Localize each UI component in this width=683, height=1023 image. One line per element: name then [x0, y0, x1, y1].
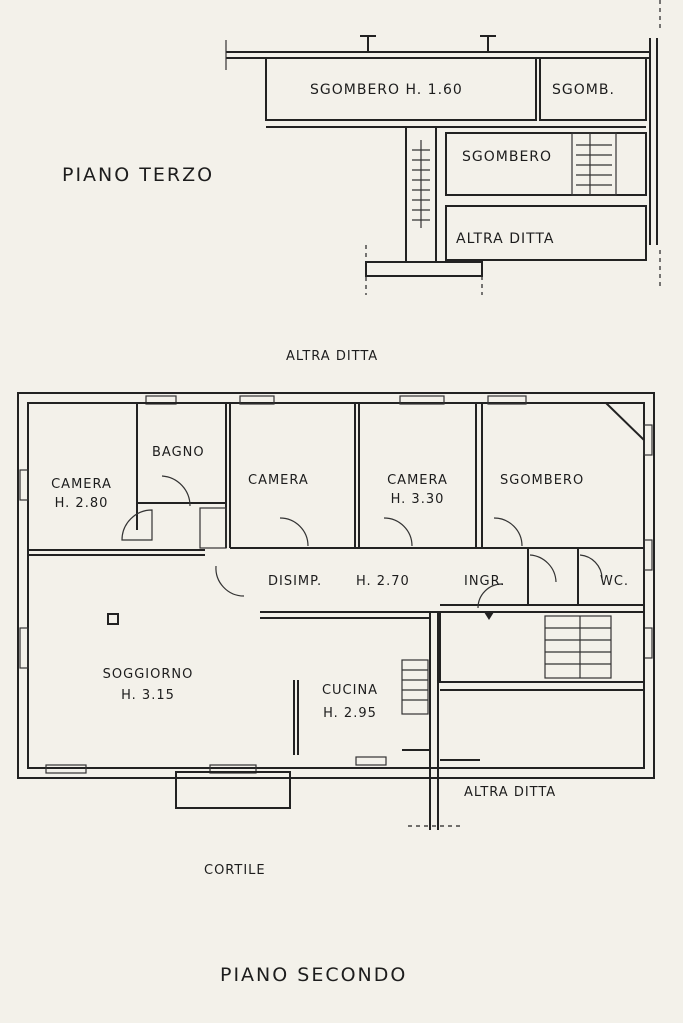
room-wc: WC. — [600, 574, 630, 589]
room-camera-left: CAMERA H. 2.80 — [34, 478, 129, 510]
room-cucina-name: CUCINA — [321, 683, 379, 698]
room-soggiorno: SOGGIORNO H. 3.15 — [78, 668, 218, 702]
room-sgomb: SGOMB. — [552, 82, 615, 98]
room-camera-right: CAMERA H. 3.30 — [370, 474, 465, 506]
room-altra-ditta-third: ALTRA DITTA — [456, 231, 555, 247]
room-camera-left-height: H. 2.80 — [54, 496, 109, 511]
room-camera-right-height: H. 3.30 — [390, 492, 445, 507]
room-ingresso: INGR. — [464, 574, 506, 589]
label-altra-ditta-top: ALTRA DITTA — [286, 349, 379, 364]
room-cucina: CUCINA H. 2.95 — [305, 684, 395, 720]
room-sgombero: SGOMBERO — [500, 473, 585, 488]
third-floor-plan — [225, 0, 661, 295]
room-soggiorno-name: SOGGIORNO — [102, 667, 194, 682]
room-bagno: BAGNO — [152, 445, 205, 460]
room-soggiorno-height: H. 3.15 — [121, 688, 175, 703]
room-camera-right-name: CAMERA — [387, 473, 448, 488]
label-cortile: CORTILE — [204, 863, 266, 878]
room-camera-left-name: CAMERA — [51, 477, 112, 492]
label-altra-ditta-right: ALTRA DITTA — [464, 785, 557, 800]
piano-terzo-title: PIANO TERZO — [62, 164, 215, 186]
room-camera-mid: CAMERA — [248, 473, 309, 488]
room-sgombero-mid: SGOMBERO — [462, 149, 553, 165]
room-disimpegno-height: H. 2.70 — [356, 574, 410, 589]
piano-secondo-title: PIANO SECONDO — [220, 964, 408, 986]
room-sgombero-h160: SGOMBERO H. 1.60 — [310, 82, 463, 98]
second-floor-plan — [17, 392, 655, 830]
room-cucina-height: H. 2.95 — [323, 706, 377, 721]
room-disimpegno-name: DISIMP. — [268, 574, 323, 589]
